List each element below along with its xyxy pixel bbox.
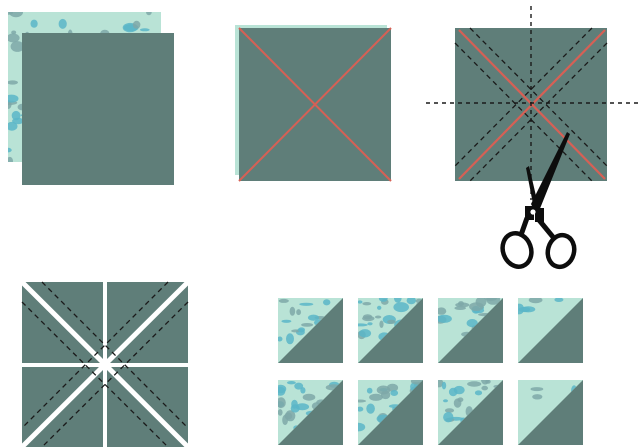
half-square-triangle: [353, 294, 427, 363]
print-blob: [367, 388, 373, 394]
half-square-triangle: [352, 378, 428, 445]
print-blob: [454, 386, 465, 394]
dark-square: [22, 33, 174, 185]
print-blob: [467, 381, 481, 386]
print-blob: [437, 315, 452, 323]
print-blob: [359, 329, 371, 337]
print-blob: [377, 306, 381, 310]
step-2-marked-square: [235, 25, 391, 181]
print-blob: [529, 297, 543, 303]
print-blob: [436, 307, 446, 314]
print-blob: [296, 309, 301, 315]
half-square-triangle: [275, 380, 347, 445]
print-blob: [443, 399, 448, 402]
step-1-stacked-squares: [2, 7, 174, 185]
print-blob: [469, 302, 484, 311]
print-blob: [521, 306, 535, 312]
print-blob: [369, 394, 383, 401]
print-blob: [300, 387, 305, 393]
print-blob: [282, 415, 288, 425]
print-blob: [30, 20, 37, 28]
print-blob: [275, 387, 285, 396]
cut-gaps: [22, 282, 188, 447]
print-blob: [481, 386, 488, 391]
print-blob: [277, 337, 282, 342]
print-blob: [290, 307, 296, 316]
print-blob: [393, 302, 409, 312]
print-blob: [352, 423, 366, 432]
step-3-sew-and-cut: [426, 6, 638, 271]
print-blob: [287, 381, 296, 384]
print-blob: [407, 297, 416, 305]
print-blob: [281, 320, 291, 323]
print-blob: [7, 33, 20, 42]
print-blob: [379, 295, 388, 301]
print-blob: [59, 19, 67, 29]
half-square-triangle: [518, 380, 587, 445]
print-blob: [363, 314, 372, 319]
print-blob: [375, 316, 381, 319]
print-blob: [133, 21, 141, 29]
print-blob: [357, 407, 364, 412]
print-blob: [362, 302, 371, 305]
print-blob: [532, 394, 542, 399]
print-blob: [279, 299, 289, 303]
print-blob: [291, 400, 298, 409]
print-blob: [301, 323, 313, 327]
print-blob: [355, 400, 366, 403]
print-blob: [323, 299, 330, 305]
print-blob: [367, 322, 372, 325]
print-blob: [445, 408, 454, 413]
print-blob: [298, 327, 305, 332]
step-5-half-square-triangles: [275, 294, 586, 445]
print-blob: [379, 321, 383, 328]
print-blob: [286, 333, 294, 344]
print-blob: [457, 397, 463, 402]
print-blob: [299, 303, 313, 306]
print-blob: [7, 157, 13, 165]
print-blob: [357, 300, 362, 303]
print-blob: [4, 148, 11, 153]
print-blob: [377, 386, 391, 395]
print-blob: [531, 387, 544, 391]
print-blob: [390, 390, 398, 396]
half-square-triangle: [435, 295, 508, 363]
print-blob: [7, 80, 18, 84]
print-blob: [443, 412, 453, 422]
print-blob: [554, 297, 563, 302]
print-blob: [366, 404, 375, 414]
print-blob: [9, 7, 23, 17]
print-blob: [485, 379, 490, 383]
print-blob: [394, 294, 402, 303]
print-blob: [475, 390, 482, 395]
half-square-triangle: [435, 376, 505, 445]
print-blob: [484, 295, 497, 301]
print-blob: [308, 315, 319, 321]
half-square-triangle: [277, 298, 346, 363]
print-blob: [387, 320, 396, 324]
print-blob: [140, 28, 150, 31]
print-blob: [411, 378, 425, 385]
print-blob: [303, 394, 316, 401]
print-blob: [455, 303, 469, 308]
step-4-cut-pieces: [22, 282, 188, 447]
print-blob: [276, 397, 285, 408]
print-blob: [442, 382, 446, 390]
print-blob: [146, 9, 152, 15]
print-blob: [5, 95, 19, 103]
print-blob: [278, 409, 283, 416]
print-blob: [353, 323, 368, 326]
half-square-triangle: [515, 297, 584, 363]
